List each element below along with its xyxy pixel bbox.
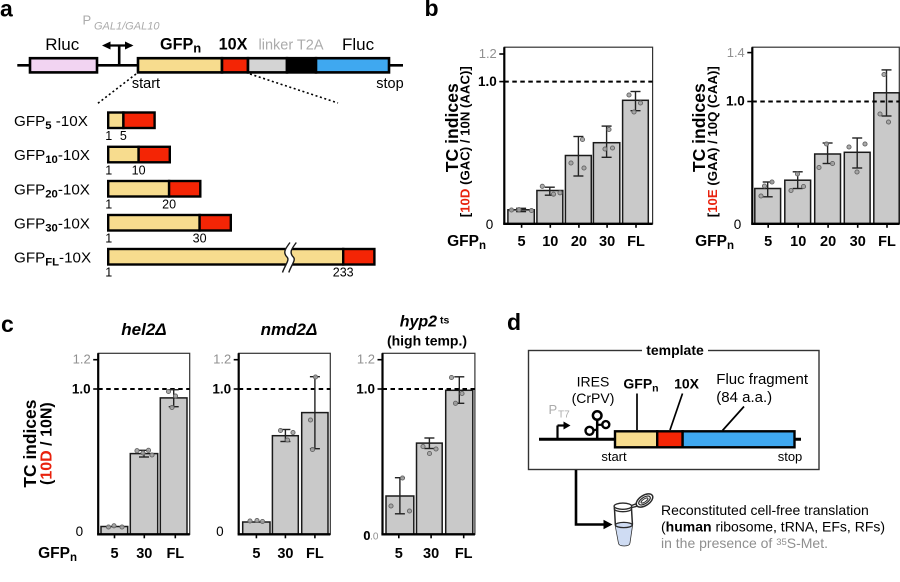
svg-text:template: template: [646, 342, 704, 358]
svg-text:P: P: [83, 13, 92, 28]
svg-text:GFPn: GFPn: [623, 376, 658, 395]
svg-text:0: 0: [486, 217, 494, 232]
svg-text:GFP5 -10X: GFP5 -10X: [14, 113, 88, 132]
svg-text:10: 10: [132, 163, 146, 177]
svg-text:0: 0: [76, 524, 84, 539]
svg-text:10X: 10X: [219, 36, 248, 54]
svg-text:1: 1: [105, 232, 112, 246]
svg-text:5: 5: [120, 129, 127, 143]
svg-text:1: 1: [105, 163, 112, 177]
svg-text:b: b: [425, 0, 439, 21]
svg-text:1.4: 1.4: [727, 45, 745, 60]
svg-text:1.0: 1.0: [726, 94, 745, 109]
svg-text:1.0: 1.0: [212, 381, 231, 396]
svg-text:30: 30: [850, 234, 866, 250]
svg-text:30: 30: [136, 546, 152, 562]
svg-text:0: 0: [216, 524, 224, 539]
svg-text:10X: 10X: [674, 376, 700, 392]
svg-text:0.0: 0.0: [365, 532, 379, 543]
svg-text:FL: FL: [455, 546, 473, 562]
svg-text:(10D / 10N): (10D / 10N): [39, 402, 56, 485]
svg-text:5: 5: [518, 234, 526, 250]
svg-text:10: 10: [790, 234, 806, 250]
svg-text:TC indices: TC indices: [689, 83, 709, 172]
svg-text:Reconstituted cell-free transl: Reconstituted cell-free translation: [661, 502, 869, 518]
svg-text:20: 20: [820, 234, 836, 250]
svg-text:20: 20: [162, 198, 176, 212]
svg-text:GFPn: GFPn: [695, 233, 734, 252]
svg-text:linker T2A: linker T2A: [259, 38, 324, 54]
svg-text:(CrPV): (CrPV): [572, 390, 615, 406]
svg-text:T7: T7: [558, 410, 570, 421]
svg-text:1: 1: [105, 266, 112, 280]
svg-text:[10D (GAC) / 10N (AAC)]: [10D (GAC) / 10N (AAC)]: [458, 66, 473, 217]
svg-text:Rluc: Rluc: [45, 35, 80, 54]
svg-text:30: 30: [599, 234, 615, 250]
svg-text:d: d: [507, 309, 521, 335]
svg-text:1.2: 1.2: [213, 352, 231, 367]
svg-text:Fluc: Fluc: [342, 35, 375, 54]
svg-text:FL: FL: [627, 234, 645, 250]
svg-text:GFP20-10X: GFP20-10X: [14, 181, 90, 200]
svg-text:hyp2 ts: hyp2 ts: [400, 314, 450, 331]
svg-text:1.0: 1.0: [478, 74, 497, 89]
svg-text:1.2: 1.2: [73, 352, 91, 367]
svg-text:c: c: [1, 311, 14, 337]
svg-text:start: start: [132, 76, 160, 92]
svg-text:IRES: IRES: [577, 374, 610, 390]
svg-text:TC indices: TC indices: [20, 400, 40, 488]
svg-text:GFP30-10X: GFP30-10X: [14, 215, 90, 234]
svg-text:1: 1: [105, 198, 112, 212]
svg-text:FL: FL: [878, 234, 896, 250]
svg-text:20: 20: [571, 234, 587, 250]
svg-text:(high temp.): (high temp.): [387, 333, 467, 349]
svg-text:1.2: 1.2: [479, 46, 497, 61]
svg-text:[10E (GAA) / 10Q (CAA)]: [10E (GAA) / 10Q (CAA)]: [705, 66, 720, 217]
svg-text:start: start: [601, 449, 627, 464]
svg-text:stop: stop: [778, 449, 803, 464]
svg-text:TC indices: TC indices: [442, 83, 462, 172]
svg-text:a: a: [0, 0, 13, 22]
svg-text:1: 1: [105, 129, 112, 143]
svg-text:FL: FL: [306, 546, 324, 562]
svg-text:(84 a.a.): (84 a.a.): [716, 389, 772, 406]
svg-text:GFPn: GFPn: [160, 36, 201, 56]
svg-text:5: 5: [110, 546, 118, 562]
svg-text:GFP10-10X: GFP10-10X: [14, 147, 90, 166]
svg-text:0: 0: [363, 528, 370, 543]
svg-text:1.0: 1.0: [356, 381, 375, 396]
svg-text:nmd2Δ: nmd2Δ: [261, 320, 318, 339]
svg-text:GFPn: GFPn: [38, 545, 77, 564]
svg-text:GFPn: GFPn: [447, 233, 486, 252]
svg-text:5: 5: [395, 546, 403, 562]
svg-text:10: 10: [542, 234, 558, 250]
svg-text:1.0: 1.0: [72, 381, 91, 396]
svg-text:30: 30: [277, 546, 293, 562]
svg-text:30: 30: [193, 232, 207, 246]
svg-text:5: 5: [252, 546, 260, 562]
svg-text:5: 5: [764, 234, 772, 250]
svg-text:1.2: 1.2: [357, 352, 375, 367]
svg-text:stop: stop: [376, 76, 403, 92]
svg-text:GFPFL-10X: GFPFL-10X: [14, 249, 91, 268]
svg-text:GAL1/GAL10: GAL1/GAL10: [94, 21, 160, 33]
svg-text:FL: FL: [166, 546, 184, 562]
svg-text:(human ribosome, tRNA, EFs, RF: (human ribosome, tRNA, EFs, RFs): [661, 519, 885, 535]
svg-text:in the presence of 35S-Met.: in the presence of 35S-Met.: [661, 535, 828, 551]
svg-text:Fluc fragment: Fluc fragment: [716, 371, 809, 388]
svg-text:P: P: [549, 402, 558, 417]
svg-text:hel2Δ: hel2Δ: [121, 320, 166, 339]
svg-text:30: 30: [423, 546, 439, 562]
svg-text:0: 0: [734, 217, 742, 232]
svg-text:233: 233: [333, 266, 354, 280]
